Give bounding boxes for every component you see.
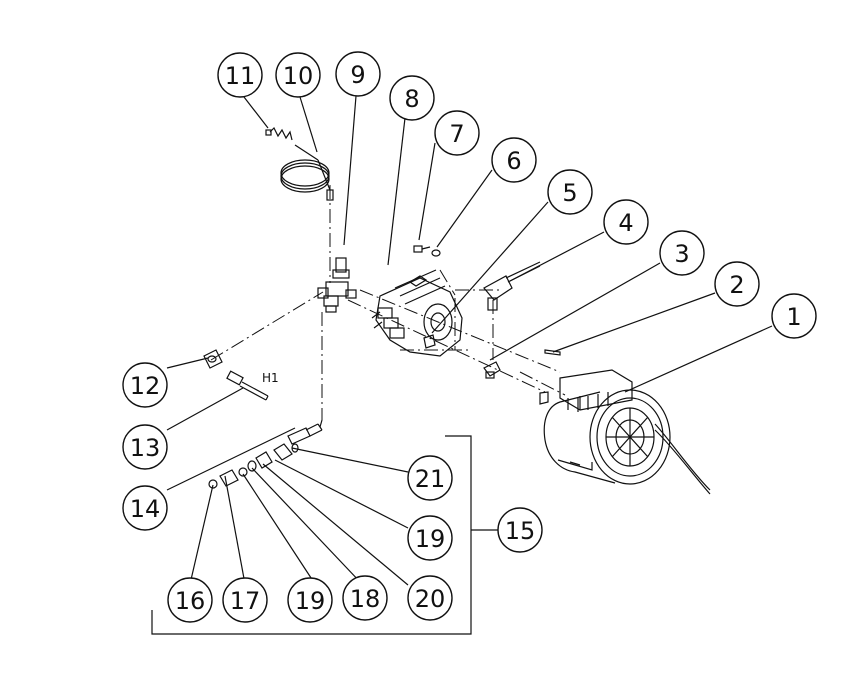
pump-drawing: [371, 269, 463, 357]
callout-label-21: 21: [415, 465, 446, 493]
callout-label-10: 10: [283, 62, 314, 90]
callout-label-11: 11: [225, 62, 256, 90]
elbow-fitting-small: [483, 361, 501, 379]
callout-3: [659, 230, 705, 276]
connector-set: [208, 443, 299, 489]
callout-label-3: 3: [674, 240, 689, 268]
callout-label-13: 13: [130, 434, 161, 462]
callout-label-2: 2: [729, 271, 744, 299]
callout-label-20: 20: [415, 585, 446, 613]
callout-label-7: 7: [449, 120, 464, 148]
motor-drawing: [539, 369, 711, 495]
callout-label-19a: 19: [295, 587, 326, 615]
callout-21: [407, 455, 453, 501]
key-drawing: [544, 349, 561, 356]
callout-19b: [407, 515, 453, 561]
callout-7: [434, 110, 480, 156]
callout-9: [335, 51, 381, 97]
callout-5: [547, 169, 593, 215]
leader-lines: [166, 95, 773, 586]
unloader-valve: [317, 257, 357, 313]
callout-14: [122, 485, 168, 531]
hose-marker-label: H1: [262, 371, 279, 385]
callout-label-5: 5: [562, 179, 577, 207]
hose-coil: [280, 144, 334, 201]
outlet-fitting-14: [287, 419, 323, 445]
callout-12: [122, 362, 168, 408]
elbow-fitting-tube: [483, 261, 541, 311]
callout-17: [222, 577, 268, 623]
callout-4: [603, 199, 649, 245]
callout-20: [407, 575, 453, 621]
callout-6: [491, 137, 537, 183]
screw-7: [413, 245, 431, 253]
assembly-bracket: [151, 435, 472, 635]
callout-label-17: 17: [230, 587, 261, 615]
callout-labels: 1 2 3 4 5 6 7 8 9 10 11 12 13 14 15 16 1…: [130, 61, 802, 615]
callout-label-6: 6: [506, 147, 521, 175]
nut-12: [203, 349, 223, 369]
callout-label-9: 9: [350, 61, 365, 89]
assembly-center-lines: [210, 185, 566, 420]
callout-8: [389, 75, 435, 121]
callout-13: [122, 424, 168, 470]
callout-10: [275, 52, 321, 98]
callout-label-15: 15: [505, 517, 536, 545]
callout-18: [342, 575, 388, 621]
callout-19a: [287, 577, 333, 623]
callout-label-19b: 19: [415, 525, 446, 553]
callout-11: [217, 52, 263, 98]
callout-2: [714, 261, 760, 307]
callout-15: [497, 507, 543, 553]
callout-label-4: 4: [618, 209, 633, 237]
callout-label-14: 14: [130, 495, 161, 523]
callout-label-18: 18: [350, 585, 381, 613]
callout-label-1: 1: [786, 303, 801, 331]
callout-label-16: 16: [175, 587, 206, 615]
callouts: [122, 51, 817, 623]
callout-label-12: 12: [130, 372, 161, 400]
callout-1: [771, 293, 817, 339]
hose-nipple-13: [226, 370, 269, 401]
washer-6: [431, 249, 441, 257]
spring-11: [265, 126, 293, 141]
callout-16: [167, 577, 213, 623]
callout-label-8: 8: [404, 85, 419, 113]
